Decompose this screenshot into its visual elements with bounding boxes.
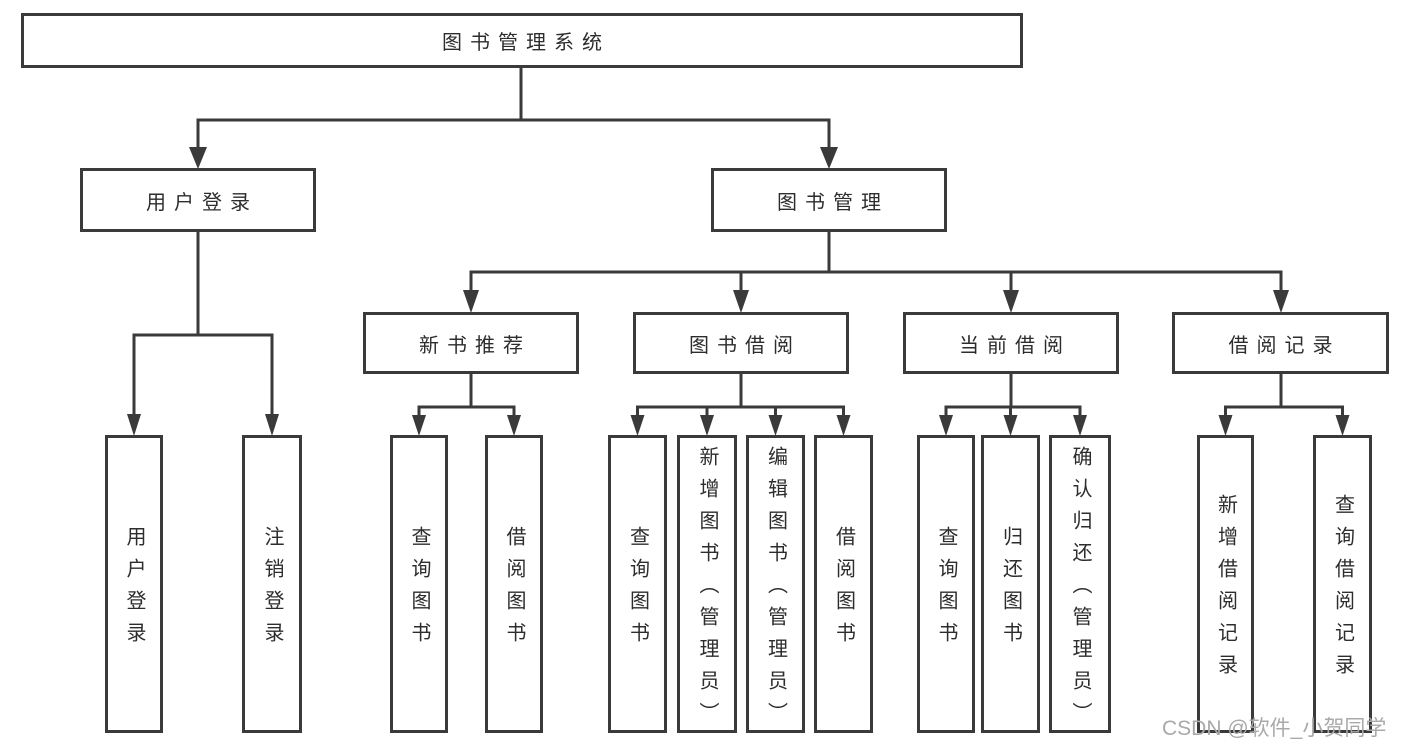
- branch-book-borrow: [630, 372, 851, 436]
- branch-current-borrow: [939, 372, 1087, 436]
- node-book-borrowing: 图书借阅: [633, 312, 849, 374]
- csdn-watermark: CSDN @软件_小贺同学: [1162, 717, 1387, 740]
- node-borrowing-records: 借阅记录: [1172, 312, 1389, 374]
- node-add-book-admin: 新增图书（管理员）: [677, 435, 737, 734]
- node-borrow-books-recommend: 借阅图书: [485, 435, 543, 733]
- branch-root: [189, 66, 838, 169]
- node-current-borrowing: 当前借阅: [903, 312, 1119, 374]
- node-edit-book-admin: 编辑图书（管理员）: [746, 435, 805, 734]
- node-user-login-leaf: 用户登录: [105, 435, 163, 733]
- node-query-borrow-record: 查询借阅记录: [1313, 435, 1372, 733]
- node-add-borrow-record: 新增借阅记录: [1197, 435, 1254, 733]
- branch-user-login: [127, 230, 279, 436]
- node-query-books-current: 查询图书: [917, 435, 975, 733]
- node-confirm-return-admin: 确认归还（管理员）: [1049, 435, 1111, 734]
- node-new-book-recommend: 新书推荐: [363, 312, 579, 374]
- node-logout-leaf: 注销登录: [242, 435, 302, 733]
- node-query-books-borrowing: 查询图书: [608, 435, 667, 733]
- node-return-book: 归还图书: [981, 435, 1040, 733]
- branch-book-mgmt: [463, 230, 1289, 313]
- branch-new-book: [412, 372, 521, 436]
- node-library-system: 图书管理系统: [21, 13, 1023, 68]
- branch-borrow-records: [1218, 372, 1350, 436]
- node-query-books-recommend: 查询图书: [390, 435, 448, 733]
- node-book-management: 图书管理: [711, 168, 947, 232]
- node-user-login-branch: 用户登录: [80, 168, 316, 232]
- node-borrow-books-borrowing: 借阅图书: [814, 435, 873, 733]
